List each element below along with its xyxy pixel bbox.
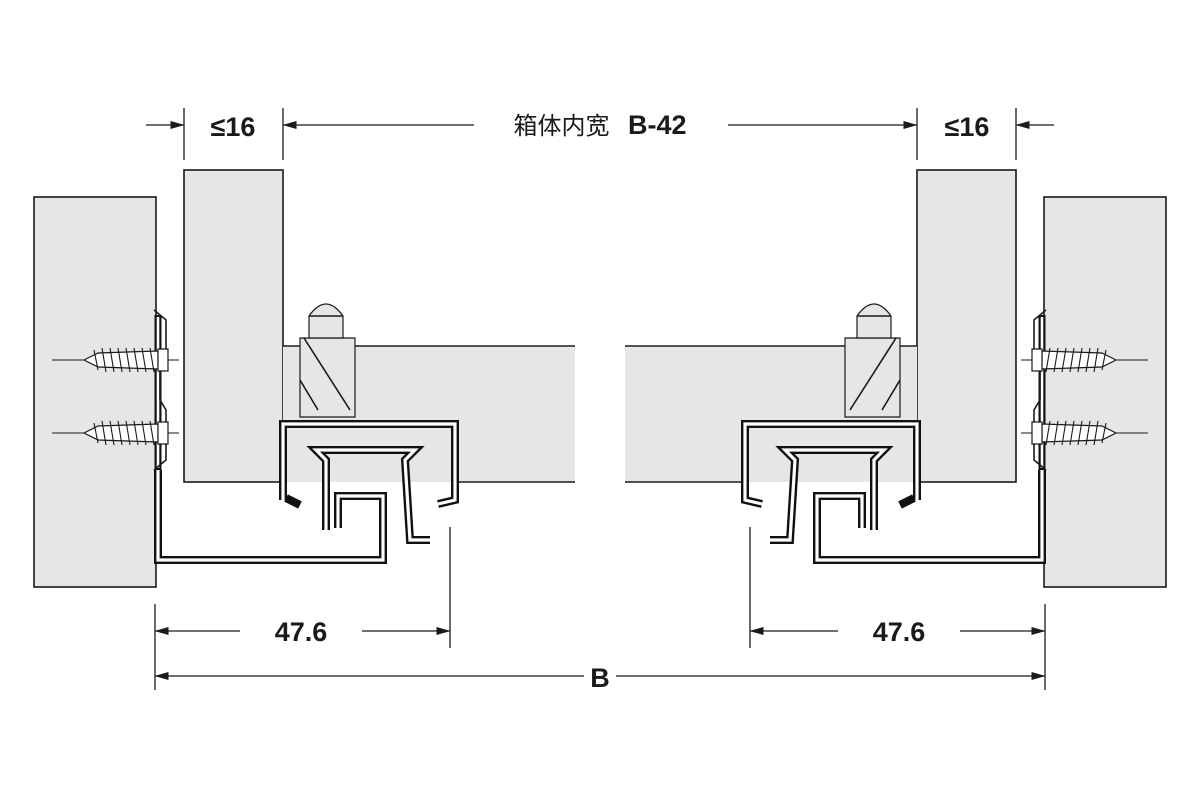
inner-width-label: 箱体内宽 B-42: [514, 110, 687, 140]
right-fixing-bracket: [1034, 310, 1046, 470]
right-runner-offset-label: 47.6: [873, 617, 926, 647]
right-gap-label: ≤16: [945, 112, 990, 142]
left-fixing-bracket: [154, 310, 166, 470]
right-cabinet-rail: [813, 470, 1046, 564]
overall-width-label: B: [590, 663, 610, 693]
left-gap-label: ≤16: [211, 112, 256, 142]
left-runner-offset-label: 47.6: [275, 617, 328, 647]
right-drawer-rail: [741, 420, 921, 544]
left-assembly: [33, 169, 575, 588]
left-cabinet-rail: [154, 470, 387, 564]
right-drawer-side: [916, 169, 1017, 483]
right-assembly: [625, 169, 1167, 588]
left-drawer-rail: [279, 420, 459, 544]
right-cabinet-side: [1043, 196, 1167, 588]
left-cabinet-side: [33, 196, 157, 588]
top-extension-lines: [183, 108, 1017, 160]
left-locking-pin: [299, 303, 356, 418]
left-drawer-side: [183, 169, 284, 483]
right-locking-pin: [844, 303, 901, 418]
inner-width-caption: 箱体内宽: [514, 112, 610, 140]
inner-width-value: B-42: [628, 110, 687, 140]
